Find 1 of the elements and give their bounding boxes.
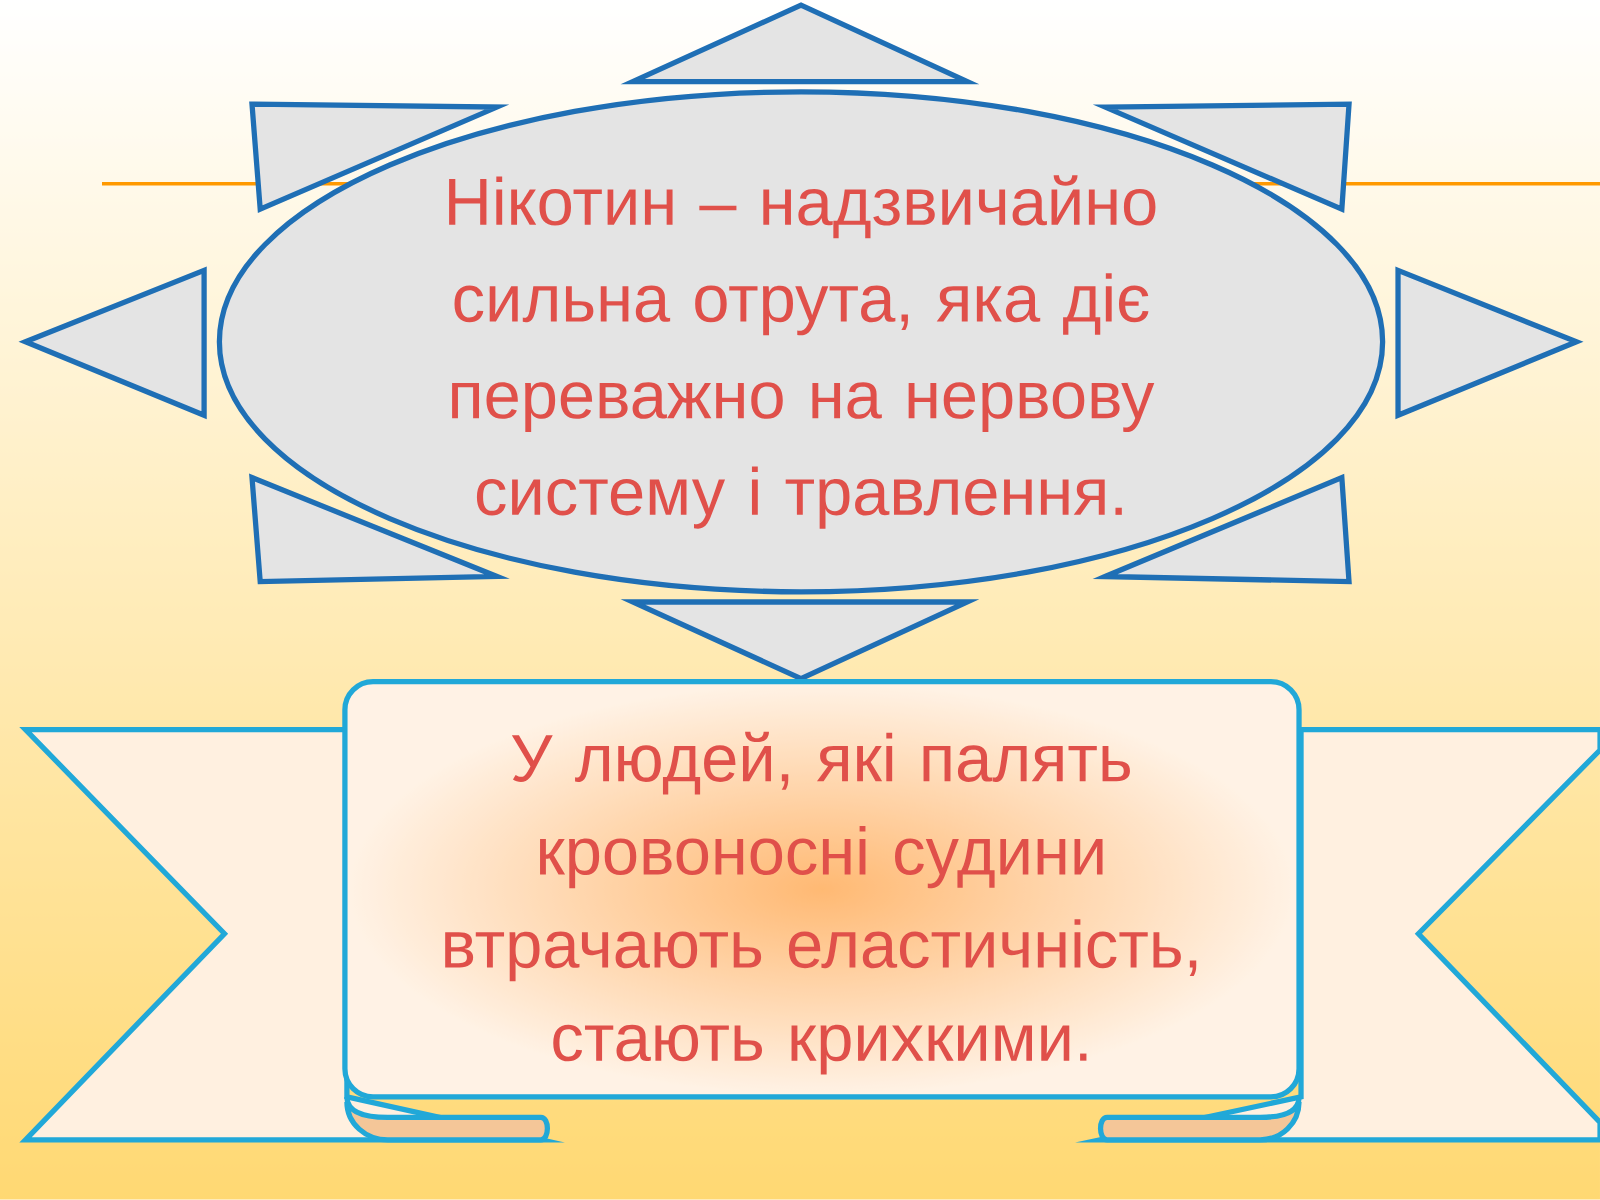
ribbon-banner: У людей, які палять кровоносні судини втрачають еластичність, стають крихкими.: [19, 678, 1600, 1143]
